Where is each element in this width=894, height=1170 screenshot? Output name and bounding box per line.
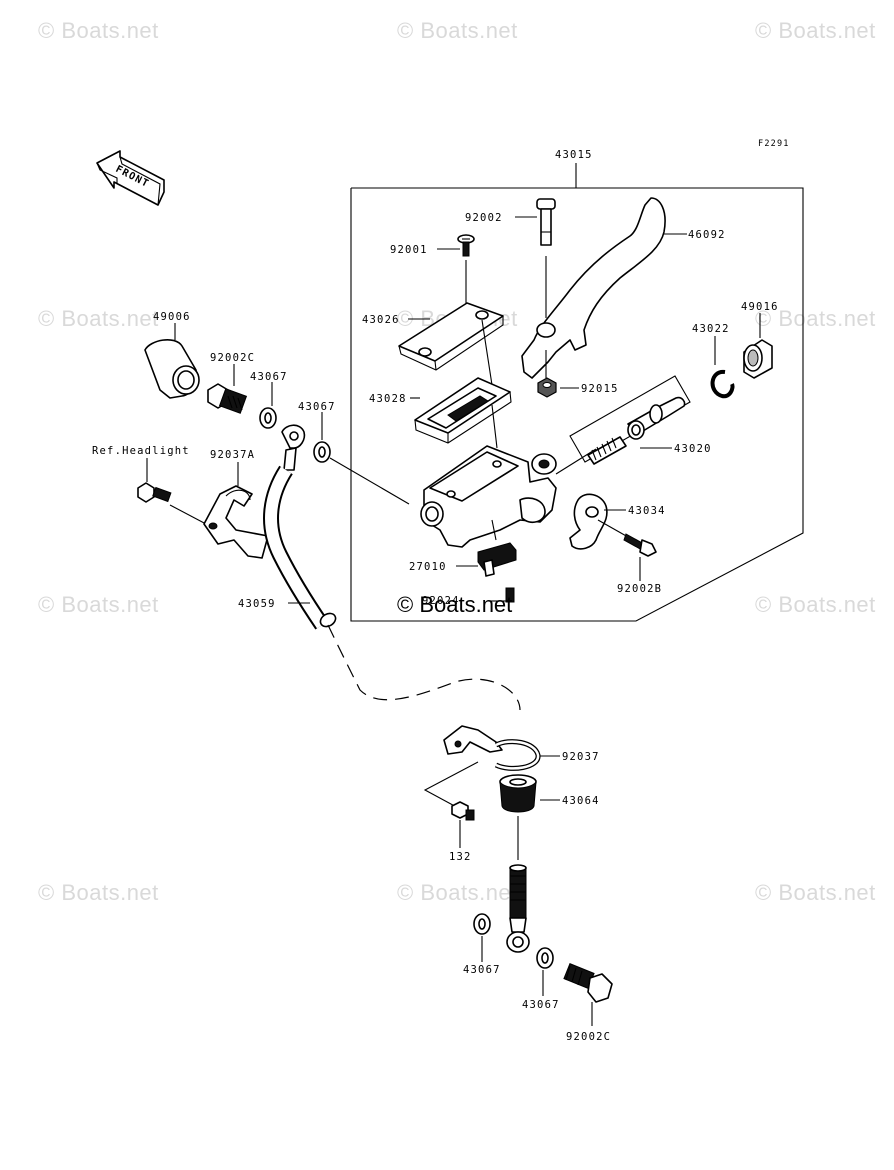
part-label-43064: 43064 <box>562 795 600 807</box>
watermark: © Boats.net <box>755 306 876 331</box>
part-label-43015: 43015 <box>555 149 593 161</box>
part-label-92037: 92037 <box>562 751 600 763</box>
part-label-49006: 49006 <box>153 311 191 323</box>
dust-boot-49016: 49016 <box>741 301 779 379</box>
part-label-27010: 27010 <box>409 561 447 573</box>
bolt-92002B: 92002B <box>617 533 662 595</box>
part-label-43026: 43026 <box>362 314 400 326</box>
watermark: © Boats.net <box>755 880 876 905</box>
front-arrow-icon: FRONT <box>96 150 165 206</box>
washer-43067-a: 43067 <box>250 371 288 429</box>
part-label-43034: 43034 <box>628 505 666 517</box>
washer-43067-d: 43067 <box>522 947 560 1011</box>
part-label-92015: 92015 <box>581 383 619 395</box>
nut-92015: 92015 <box>537 350 619 398</box>
banjo-bolt-92002C-lower: 92002C <box>563 963 613 1043</box>
pivot-bolt-92002: 92002 <box>465 198 556 318</box>
watermark: © Boats.net <box>397 880 518 905</box>
hose-bracket-92037A: 92037A <box>203 449 269 559</box>
part-label-92001: 92001 <box>390 244 428 256</box>
grommet-43064: 43064 <box>499 774 600 860</box>
watermark: © Boats.net <box>38 880 159 905</box>
hose-clamp-92037: 92037 <box>423 725 600 811</box>
watermark: © Boats.net <box>397 18 518 43</box>
part-label-43067-b: 43067 <box>298 401 336 413</box>
washer-43067-b: 43067 <box>298 401 336 463</box>
part-label-92002B: 92002B <box>617 583 662 595</box>
banjo-bolt-92002C: 92002C <box>207 352 255 414</box>
watermark: © Boats.net <box>755 592 876 617</box>
reservoir-cap-43026: 43026 <box>362 302 504 386</box>
hose-fitting-lower <box>506 864 530 953</box>
watermark: © Boats.net <box>38 306 159 331</box>
brake-hose-43059: 43059 <box>238 424 521 711</box>
part-label-92002C-bottom: 92002C <box>566 1031 611 1043</box>
part-label-43020: 43020 <box>674 443 712 455</box>
part-label-92002C-top: 92002C <box>210 352 255 364</box>
bolt-132: 132 <box>449 801 475 863</box>
assembly-box-43015: 43015 <box>350 149 804 622</box>
watermark: © Boats.net <box>755 18 876 43</box>
master-cylinder-body <box>329 445 597 548</box>
diaphragm-43028: 43028 <box>369 377 512 449</box>
figure-code: F2291 <box>758 139 790 149</box>
watermark: © Boats.net <box>38 18 159 43</box>
brake-switch-27010: 27010 <box>409 519 517 577</box>
dust-cover-49006: 49006 <box>144 311 200 399</box>
watermark-dark: © Boats.net <box>397 592 513 617</box>
part-label-92024: 92024 <box>422 595 460 607</box>
part-label-43067-a: 43067 <box>250 371 288 383</box>
headlight-bolt-ref: Ref.Headlight <box>92 445 207 525</box>
clamp-43034: 43034 <box>569 493 666 550</box>
part-label-92002: 92002 <box>465 212 503 224</box>
part-label-43067-d: 43067 <box>522 999 560 1011</box>
part-label-43067-c: 43067 <box>463 964 501 976</box>
part-label-92037A: 92037A <box>210 449 255 461</box>
brake-lever-46092: 46092 <box>521 197 726 379</box>
part-label-46092: 46092 <box>688 229 726 241</box>
part-label-43028: 43028 <box>369 393 407 405</box>
washer-43067-c: 43067 <box>463 913 501 976</box>
piston-kit-43020: 43020 <box>569 375 712 465</box>
part-label-132: 132 <box>449 851 472 863</box>
screw-92001: 92001 <box>390 234 475 308</box>
screw-92024: 92024 <box>422 587 515 607</box>
part-label-43059: 43059 <box>238 598 276 610</box>
part-label-43022: 43022 <box>692 323 730 335</box>
circlip-43022: 43022 <box>692 323 735 399</box>
watermark: © Boats.net <box>38 592 159 617</box>
ref-headlight-label: Ref.Headlight <box>92 445 190 457</box>
part-label-49016: 49016 <box>741 301 779 313</box>
